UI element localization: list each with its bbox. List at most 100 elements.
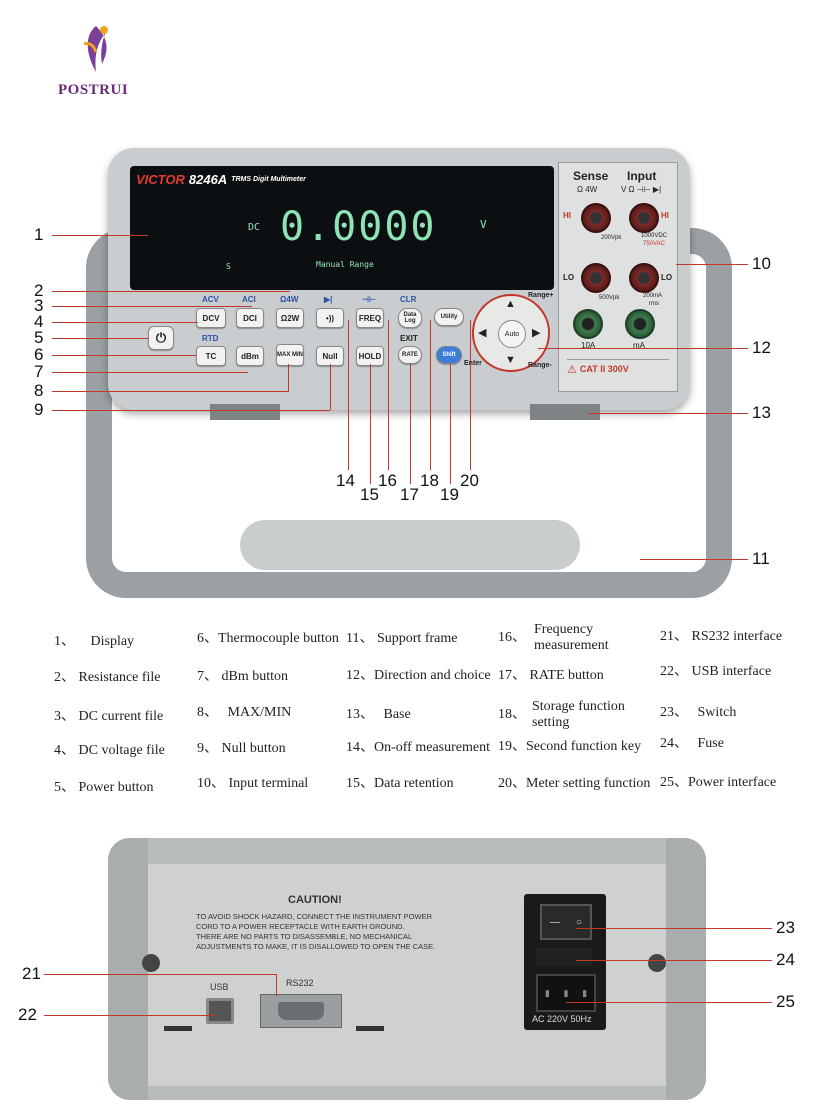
arrow-right-icon[interactable]: ▶ <box>532 327 541 339</box>
logo-text: POSTRUI <box>58 82 129 98</box>
arrow-up-icon[interactable]: ▲ <box>505 298 516 310</box>
label-cap: ⊣⊢ <box>362 295 376 304</box>
legend-item-10: 10、 Input terminal <box>197 776 309 791</box>
null-button[interactable]: Null <box>316 346 344 366</box>
hold-button[interactable]: HOLD <box>356 346 384 366</box>
continuity-button[interactable]: •)) <box>316 308 344 328</box>
maxmin-button[interactable]: MAX MIN <box>276 344 304 366</box>
display: VICTOR 8246A TRMS Digit Multimeter DC 0.… <box>130 166 554 290</box>
legend-item-23: 23、 Switch <box>660 705 737 720</box>
usb-port[interactable] <box>206 998 234 1024</box>
callout-15: 15 <box>360 485 379 504</box>
dbm-button[interactable]: dBm <box>236 346 264 366</box>
sense-label: Sense <box>573 169 609 183</box>
display-reading: 0.0000 <box>280 204 437 250</box>
rating-rms: rms <box>649 301 659 307</box>
jack-10a[interactable] <box>573 309 603 339</box>
power-switch[interactable]: —○ <box>540 904 592 940</box>
callout-21: 21 <box>22 964 41 983</box>
tc-button[interactable]: TC <box>196 346 226 366</box>
label-exit: EXIT <box>400 334 418 343</box>
power-icon: ⏻ <box>155 330 167 345</box>
callout-11: 11 <box>752 549 770 568</box>
utility-button[interactable]: Utility <box>434 308 464 326</box>
auto-button[interactable]: Auto <box>498 320 526 348</box>
callout-24: 24 <box>776 950 795 969</box>
legend-item-12: 12、Direction and choice <box>346 668 491 683</box>
power-rating-label: AC 220V 50Hz <box>532 1014 592 1024</box>
sense-hi-jack[interactable] <box>581 203 611 233</box>
legend-item-9: 9、 Null button <box>197 741 286 756</box>
brand-logo: POSTRUI <box>58 22 138 102</box>
legend-item-15: 15、Data retention <box>346 776 454 791</box>
handle-grip <box>240 520 580 570</box>
legend-item-3: 3、 DC current file <box>54 709 164 724</box>
screw-right-icon <box>648 954 666 972</box>
input-sub-label: V Ω ⊣⊢ ▶| <box>621 185 662 194</box>
rear-corner-left <box>108 838 148 1100</box>
freq-button[interactable]: FREQ <box>356 308 384 328</box>
legend-item-5: 5、 Power button <box>54 780 154 795</box>
input-label: Input <box>627 169 657 183</box>
direction-pad[interactable]: Auto ▲ ▼ ◀ ▶ <box>472 294 550 372</box>
vent-slot-left <box>164 1026 192 1031</box>
label-enter: Enter <box>464 360 482 367</box>
dcv-button[interactable]: DCV <box>196 308 226 328</box>
callout-13: 13 <box>752 403 771 422</box>
sense-lo-jack[interactable] <box>581 263 611 293</box>
power-socket[interactable]: ▮▮▮ <box>536 974 596 1012</box>
o2w-button[interactable]: Ω2W <box>276 308 304 328</box>
callout-6: 6 <box>34 345 44 364</box>
callout-14: 14 <box>336 471 355 490</box>
label-10a: 10A <box>581 341 596 350</box>
rear-corner-right <box>666 838 706 1100</box>
brand-name: VICTOR <box>136 172 185 187</box>
datalog-button[interactable]: Data Log <box>398 308 422 328</box>
jack-ma[interactable] <box>625 309 655 339</box>
rating-750vac: 750VAC <box>643 241 665 247</box>
rating-500vpk: 500Vpk <box>599 295 620 301</box>
arrow-down-icon[interactable]: ▼ <box>505 354 516 366</box>
warning-triangle-icon: ⚠ <box>567 363 577 376</box>
vent-slot-right <box>356 1026 384 1031</box>
label-range-plus: Range+ <box>528 292 554 299</box>
legend-item-13: 13、 Base <box>346 707 411 722</box>
rs232-label: RS232 <box>286 978 314 988</box>
label-range-minus: Range- <box>528 362 552 369</box>
arrow-left-icon[interactable]: ◀ <box>478 327 487 339</box>
input-terminal-panel: Sense Input Ω 4W V Ω ⊣⊢ ▶| HI HI 200Vpk … <box>558 162 678 392</box>
label-acv: ACV <box>202 295 219 304</box>
callout-8: 8 <box>34 381 44 400</box>
legend-item-2: 2、 Resistance file <box>54 670 161 685</box>
label-diode: ▶| <box>324 295 333 304</box>
rs232-port[interactable] <box>260 994 342 1028</box>
rate-button[interactable]: RATE <box>398 346 422 364</box>
legend-item-18: 18、Storage function setting <box>498 699 625 730</box>
shift-button[interactable]: Shift <box>436 346 462 364</box>
callout-22: 22 <box>18 1005 37 1024</box>
input-lo-jack[interactable] <box>629 263 659 293</box>
label-ma: mA <box>633 341 645 350</box>
callout-3: 3 <box>34 296 44 315</box>
fuse-holder[interactable] <box>536 948 592 966</box>
rating-200vpk: 200Vpk <box>601 235 622 241</box>
callout-2: 2 <box>34 281 44 300</box>
lo-left-label: LO <box>563 273 575 282</box>
base-foot-left <box>210 404 280 420</box>
legend-item-24: 24、 Fuse <box>660 736 724 751</box>
callout-4: 4 <box>34 312 44 331</box>
input-hi-jack[interactable] <box>629 203 659 233</box>
power-button[interactable]: ⏻ <box>148 326 174 350</box>
caution-text: TO AVOID SHOCK HAZARD, CONNECT THE INSTR… <box>196 912 436 951</box>
dci-button[interactable]: DCI <box>236 308 264 328</box>
callout-25: 25 <box>776 992 795 1011</box>
label-clr: CLR <box>400 295 417 304</box>
legend-item-1: 1、 Display <box>54 634 135 649</box>
legend-item-17: 17、 RATE button <box>498 668 604 683</box>
legend-item-19: 19、Second function key <box>498 739 642 754</box>
label-rtd: RTD <box>202 334 219 343</box>
callout-17: 17 <box>400 485 419 504</box>
meter-front-panel: VICTOR 8246A TRMS Digit Multimeter DC 0.… <box>108 148 690 410</box>
callout-16: 16 <box>378 471 397 490</box>
rating-1000vdc: 1000VDC <box>641 233 668 239</box>
